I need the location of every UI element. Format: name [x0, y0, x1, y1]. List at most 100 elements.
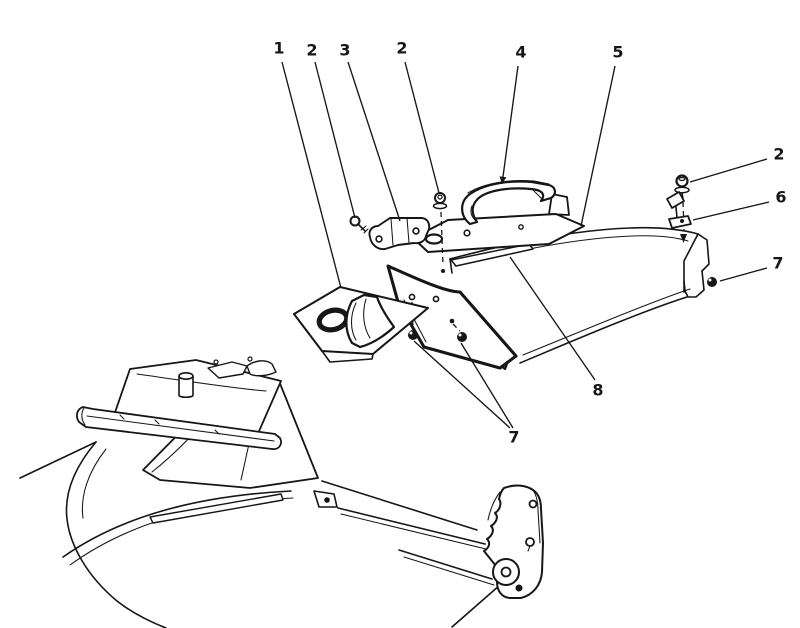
leader-line-2a: [314, 61, 356, 219]
deflector-flange: [345, 293, 396, 349]
wheel-hub-inner: [500, 566, 512, 578]
chute-end-fold: [697, 233, 710, 272]
handle-bar-inner-line: [86, 415, 275, 442]
bracket-hole: [375, 235, 383, 243]
screw-shank: [357, 223, 366, 232]
handle-inner-curve: [470, 205, 476, 221]
clip-hole: [680, 219, 684, 223]
deck-fender-curve: [65, 441, 167, 628]
offset-bracket-body: [368, 217, 431, 251]
leader-line-8: [509, 256, 596, 381]
bracket-bend-line: [390, 218, 394, 246]
callout-7b: 7: [508, 428, 519, 447]
leader-line-7a: [719, 267, 768, 282]
mount-plate-hole: [463, 229, 471, 237]
leader-line-2b: [404, 61, 440, 194]
bracket-bend-line: [406, 217, 410, 244]
side-plate-part-1: [293, 286, 429, 363]
screw-part-2-left: [349, 215, 369, 234]
linkage-rods: [321, 480, 501, 628]
rim-inner-arc: [69, 497, 294, 566]
leader-arrow-4: [499, 176, 507, 184]
handle-bar: [76, 406, 282, 450]
pin-centerline: [452, 323, 461, 332]
top-plate-edge-line: [136, 373, 267, 392]
nut-highlight: [409, 331, 413, 335]
nut: [707, 277, 717, 287]
callout-2b: 2: [396, 39, 407, 58]
chute-end-inner: [683, 233, 699, 293]
exploded-view: [293, 174, 717, 371]
adjuster-hole: [528, 499, 538, 509]
deck-edge-line: [19, 441, 97, 479]
chute-bottom-edge: [519, 296, 688, 364]
support-bracket-plate: [386, 264, 518, 370]
handle-bar-marks: [119, 414, 220, 435]
mount-plate-body: [412, 213, 585, 253]
deck-right-edge: [321, 480, 478, 531]
mounted-screw: [247, 356, 253, 362]
clip-stem: [675, 206, 678, 219]
rod-diagonal: [451, 584, 501, 628]
mount-plate-tab: [548, 193, 570, 216]
bolt-part-2-right: [674, 174, 690, 243]
target-hole: [441, 269, 445, 273]
nut-part-7-right: [707, 277, 717, 287]
screw-part-2-center: [432, 192, 448, 273]
callout-2c: 2: [773, 145, 784, 164]
carriage-pin: [449, 318, 455, 324]
rim-outer-arc: [62, 490, 292, 558]
nut-highlight: [708, 278, 712, 282]
callout-8: 8: [592, 381, 603, 400]
washer: [674, 186, 690, 194]
callout-5: 5: [612, 43, 623, 62]
screw-centerline: [440, 211, 444, 267]
mount-plate-hole: [518, 224, 524, 230]
down-arrow: [680, 234, 687, 243]
deck-rim: [62, 490, 338, 566]
leader-line-4: [501, 65, 519, 185]
washer: [432, 202, 448, 210]
chute-end-foot: [683, 270, 705, 298]
mounted-screw: [213, 359, 219, 365]
callout-7a: 7: [772, 254, 783, 273]
leader-line-6: [692, 201, 770, 221]
deck-fender-inner: [81, 448, 107, 519]
screw-threads: [360, 225, 369, 234]
leader-line-7b-0: [413, 340, 511, 429]
rim-tab-hole: [324, 497, 330, 503]
offset-bracket-part-3: [368, 217, 431, 251]
leader-line-7b-1: [460, 342, 514, 429]
chute-mount-plate: [412, 193, 585, 253]
flange-ridge: [350, 302, 357, 341]
rod-upper-inner: [340, 513, 487, 550]
deck-outline: [19, 441, 167, 628]
rod-lower: [398, 549, 493, 580]
chute-slot-part-8: [450, 243, 534, 267]
chute-left-edge: [449, 258, 453, 274]
rim-hem-band: [149, 493, 284, 524]
nut: [457, 332, 467, 342]
leader-line-2c: [689, 158, 768, 183]
height-adjuster: [483, 484, 544, 599]
rod-clip-part-6: [666, 191, 692, 229]
mount-plate-oval-hole: [424, 233, 444, 245]
side-plate-lip: [321, 350, 374, 363]
mounted-bracket: [207, 361, 248, 379]
callout-3: 3: [339, 41, 350, 60]
clip-flag: [666, 191, 685, 209]
leader-line-3: [347, 61, 401, 222]
rod-lower-inner: [403, 556, 495, 586]
mounted-latch-handle: [246, 360, 277, 377]
nut-highlight: [458, 333, 462, 337]
cylinder-boss: [178, 376, 194, 399]
clip-foot: [668, 215, 692, 229]
handle-body: [461, 180, 556, 226]
bracket-hole: [408, 293, 416, 301]
nut-part-7-mid: [457, 332, 467, 342]
bolt-centerline: [682, 201, 685, 231]
handle-bar-end-cap: [81, 407, 86, 426]
callout-4: 4: [515, 43, 526, 62]
